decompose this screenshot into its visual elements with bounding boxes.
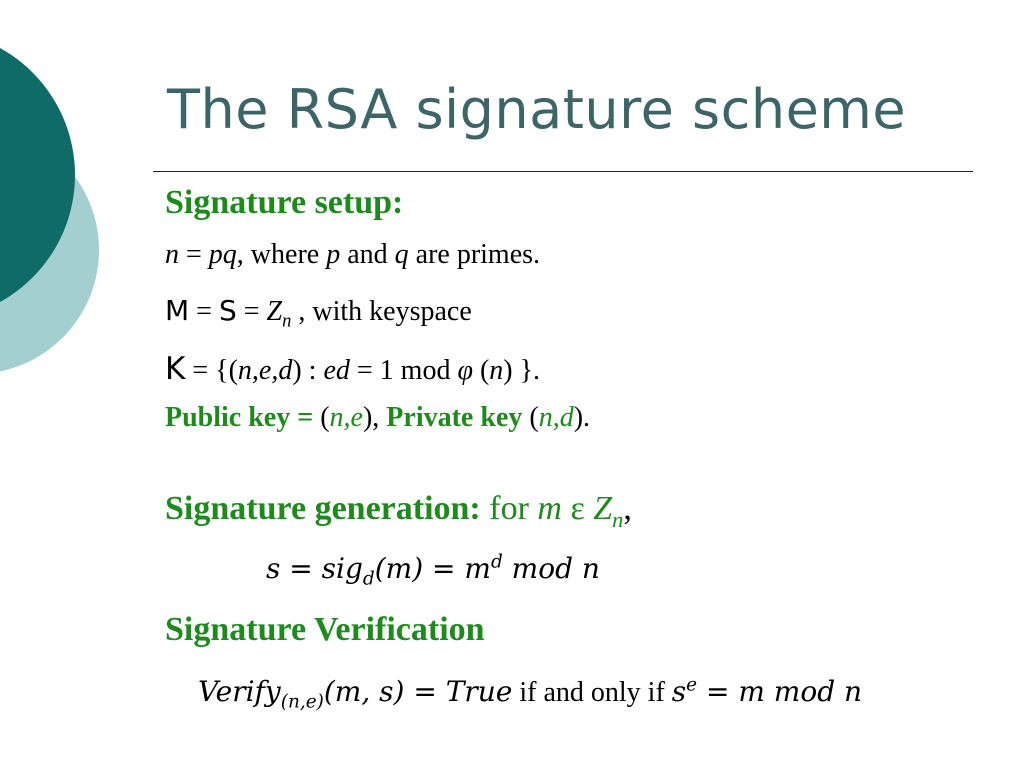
formula-m-mod-n: = m mod n: [697, 675, 863, 708]
formula-sig: s = sig: [266, 552, 363, 585]
text-close: ) }.: [503, 355, 541, 386]
text-colon: ) :: [292, 355, 324, 386]
set-Z: Z: [593, 490, 613, 527]
setup-keyspace-line: K = {(n,e,d) : ed = 1 mod φ (n) }.: [165, 351, 540, 387]
eq-sign: =: [189, 296, 219, 327]
text-eq-open: = {(: [185, 355, 238, 386]
paren-open: (: [320, 402, 330, 433]
set-K: K: [165, 351, 186, 387]
slide-title: The RSA signature scheme: [167, 78, 907, 141]
var-n: n: [489, 355, 504, 386]
verification-formula: Verify(n,e)(m, s) = True if and only if …: [198, 674, 863, 711]
subscript-n: n: [612, 506, 624, 532]
signature-formula: s = sigd(m) = md mod n: [266, 551, 600, 588]
set-M: M: [165, 294, 190, 327]
setup-keys-line: Public key = (n,e), Private key (n,d).: [165, 402, 590, 434]
private-key-label: Private key: [386, 402, 523, 433]
eq-sign: =: [236, 296, 267, 327]
var-s: s: [671, 675, 687, 708]
decorative-circles: [0, 48, 99, 372]
formula-m-power: (m) = m: [374, 552, 491, 585]
var-ned: n,e,d: [237, 355, 293, 386]
generation-heading: Signature generation:: [165, 490, 481, 527]
var-pq: pq: [208, 239, 237, 270]
paren-close: ).: [573, 402, 591, 433]
var-ed: ed: [323, 355, 350, 386]
var-p: p: [326, 239, 341, 270]
title-divider: [153, 171, 973, 172]
text-for: for: [480, 490, 538, 527]
text-iff: if and only if: [512, 677, 672, 708]
symbol-element-of: ε: [561, 490, 594, 527]
comma: ,: [623, 490, 632, 527]
setup-heading: Signature setup:: [165, 184, 404, 221]
paren-open: (: [522, 402, 539, 433]
subscript-ne: (n,e): [280, 691, 324, 713]
subscript-d: d: [362, 568, 375, 590]
formula-verify: Verify: [198, 675, 281, 708]
text-and: and: [340, 239, 395, 270]
formula-mod-n: mod n: [502, 552, 600, 585]
text-with-keyspace: , with keyspace: [291, 296, 472, 327]
private-key-value: n,d: [538, 402, 574, 433]
superscript-d: d: [490, 551, 503, 573]
setup-modulus-line: n = pq, where p and q are primes.: [165, 239, 540, 271]
dark-teal-circle: [0, 48, 75, 302]
set-S: S: [218, 294, 237, 327]
var-phi: φ: [457, 355, 473, 386]
subscript-n: n: [282, 310, 292, 331]
paren-close: ),: [362, 402, 387, 433]
text-mod: = 1 mod: [349, 355, 458, 386]
setup-message-space-line: M = S = Zn , with keyspace: [165, 294, 472, 331]
var-n: n: [165, 239, 179, 270]
text-where: , where: [236, 239, 327, 270]
verification-heading: Signature Verification: [165, 611, 485, 648]
superscript-e: e: [686, 674, 698, 696]
generation-heading-line: Signature generation: for m ε Zn,: [165, 490, 632, 531]
public-key-label: Public key =: [165, 402, 321, 433]
formula-args-true: (m, s) = True: [323, 675, 513, 708]
var-m: m: [537, 490, 562, 527]
paren-open: (: [472, 355, 490, 386]
text-are-primes: are primes.: [408, 239, 541, 270]
set-Z: Z: [266, 296, 283, 327]
public-key-value: n,e: [329, 402, 363, 433]
eq-sign: =: [179, 239, 209, 270]
var-q: q: [394, 239, 409, 270]
